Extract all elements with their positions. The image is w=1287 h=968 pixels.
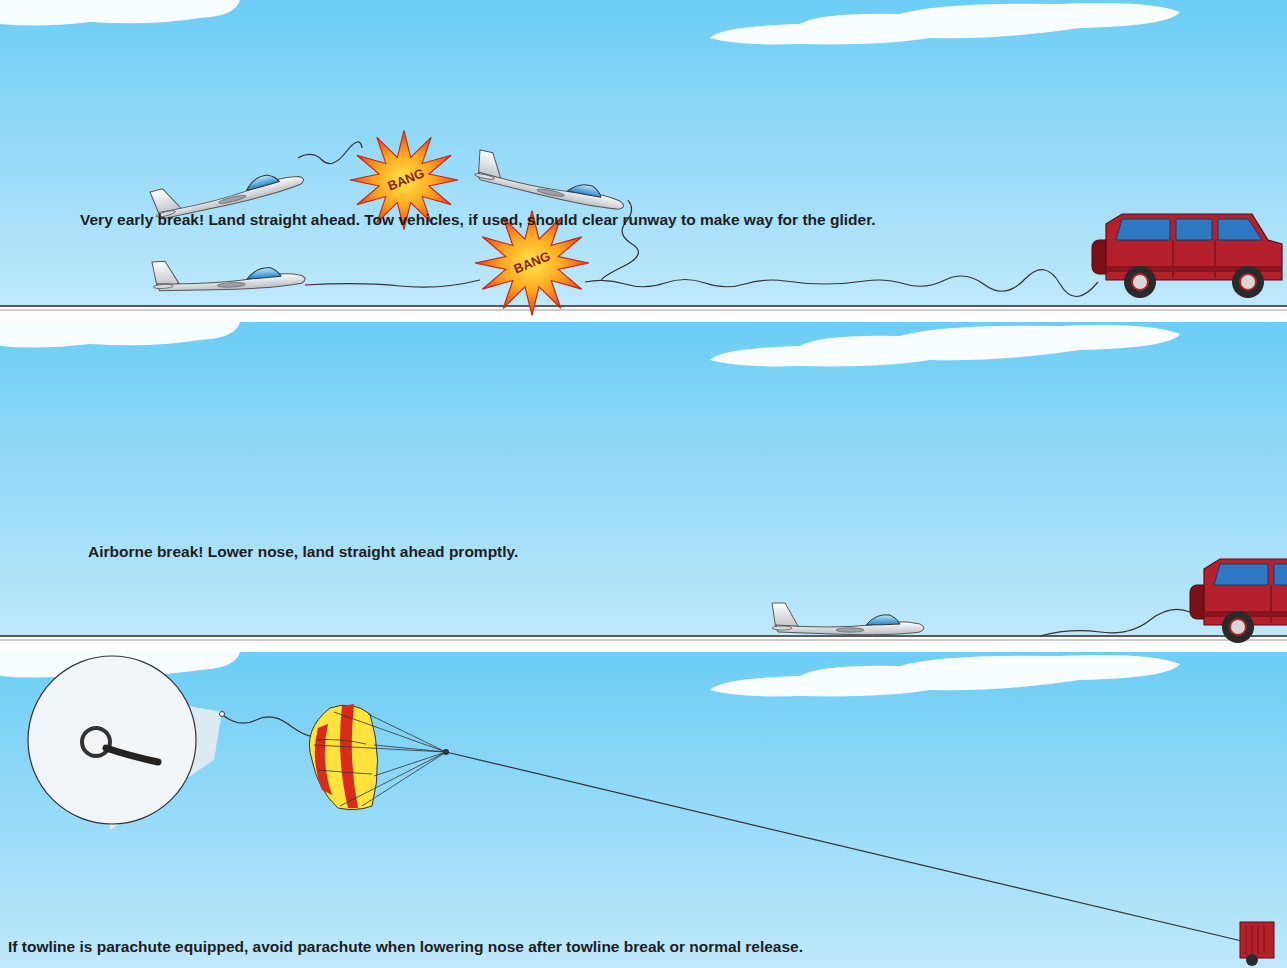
glider (772, 603, 924, 635)
glider (473, 150, 628, 213)
magnifier-circle (28, 656, 196, 824)
ground-line (0, 310, 1287, 311)
ground-line (0, 640, 1287, 641)
towline (298, 142, 362, 164)
towline (585, 270, 1098, 297)
towline (446, 752, 1246, 942)
sky (0, 0, 1287, 305)
caption-text: If towline is parachute equipped, avoid … (8, 938, 1188, 956)
towline (224, 716, 312, 736)
sky (0, 322, 1287, 636)
glider (152, 254, 305, 294)
tow-ring (220, 712, 225, 717)
winch (1240, 922, 1274, 966)
towline (1040, 608, 1206, 636)
panel (0, 131, 1287, 644)
tow-vehicle (1190, 559, 1287, 643)
caption-text: Very early break! Land straight ahead. T… (80, 211, 1280, 229)
tow-vehicle (1092, 214, 1282, 298)
ground-line (0, 635, 1287, 637)
panel (0, 0, 1287, 315)
cloud (0, 0, 1180, 44)
towline-end (106, 748, 158, 762)
towline-parachute (309, 704, 449, 810)
sky (0, 652, 1287, 968)
towline (305, 280, 480, 287)
ground-line (0, 305, 1287, 307)
cloud (0, 322, 1180, 366)
panel (0, 652, 1287, 968)
caption-text: Airborne break! Lower nose, land straigh… (88, 543, 788, 561)
tow-ring (82, 728, 110, 756)
